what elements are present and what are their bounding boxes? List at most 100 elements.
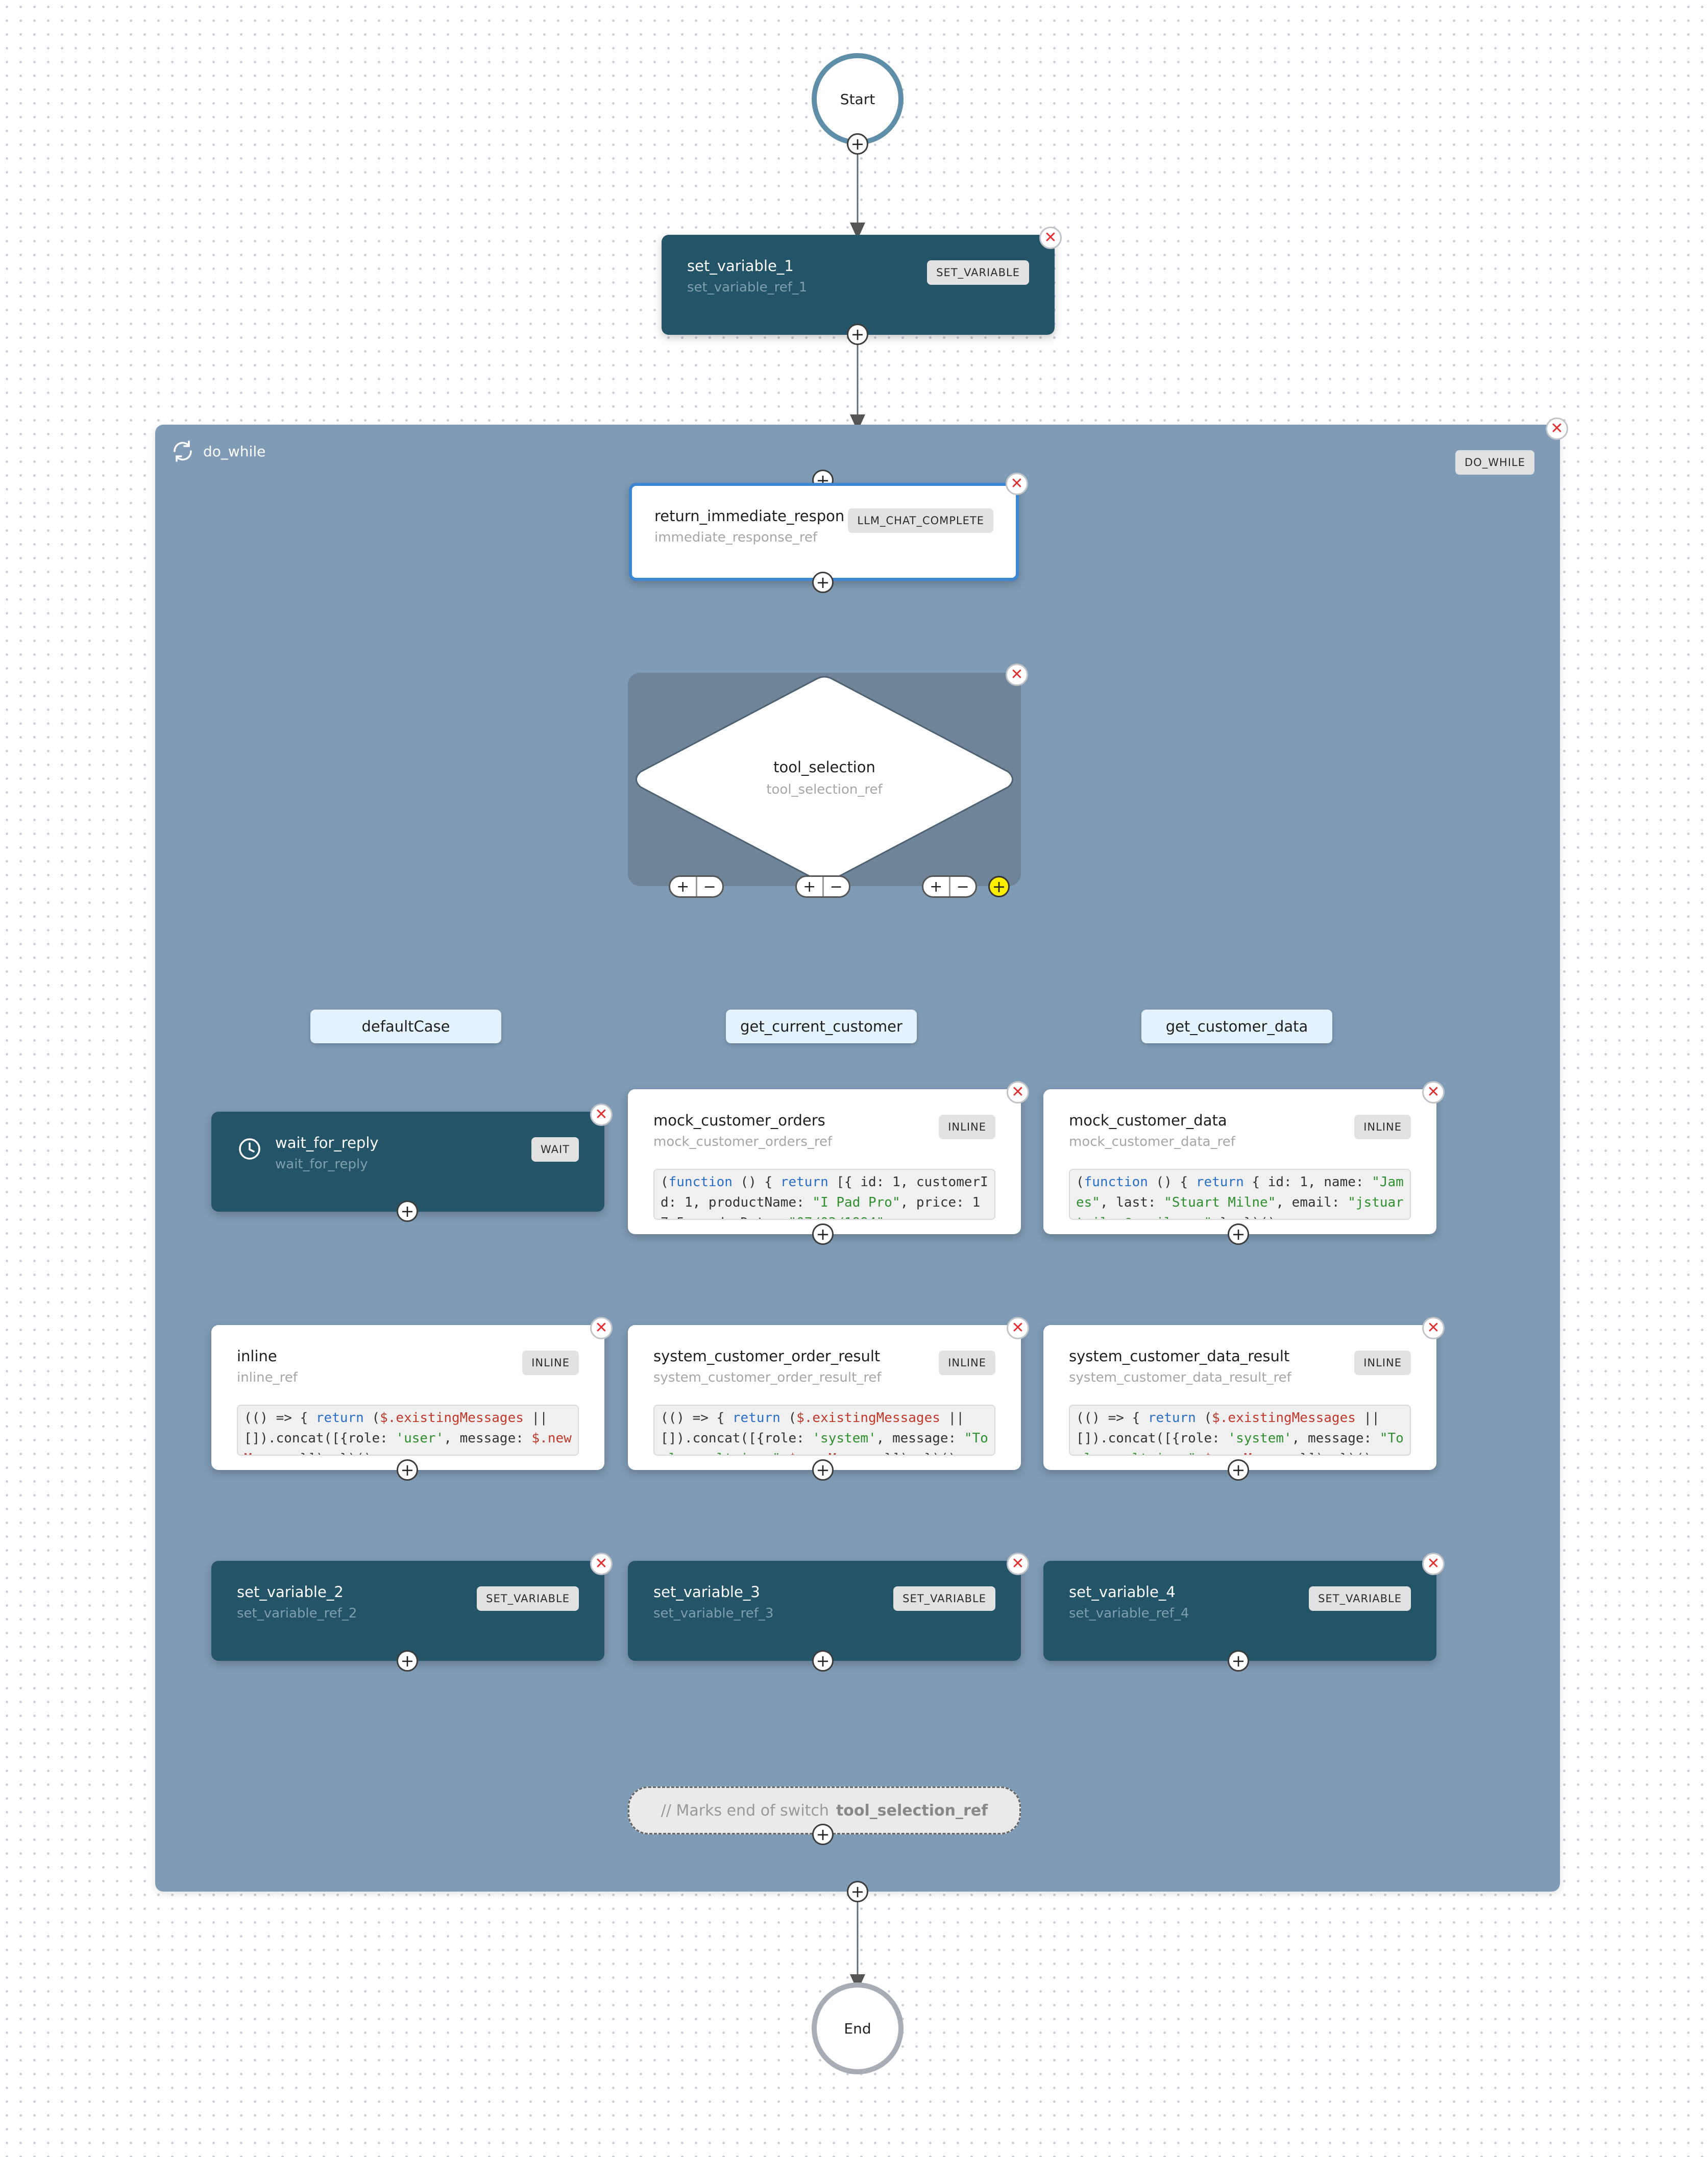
add-after-order-result-button[interactable]: + <box>812 1459 834 1481</box>
node-title: wait_for_reply <box>275 1134 379 1151</box>
add-after-start-button[interactable]: + <box>847 133 868 155</box>
remove-set-variable-2-button[interactable]: ✕ <box>590 1553 613 1575</box>
node-type-badge: WAIT <box>531 1137 579 1162</box>
end-switch-comment: // Marks end of switch <box>661 1801 829 1820</box>
remove-set-variable-4-button[interactable]: ✕ <box>1422 1553 1445 1575</box>
current-customer-case-add-remove[interactable]: +− <box>795 875 850 898</box>
remove-mock-orders-button[interactable]: ✕ <box>1007 1081 1029 1104</box>
code-preview[interactable]: (() => { return ($.existingMessages || [… <box>653 1405 995 1456</box>
remove-data-result-button[interactable]: ✕ <box>1422 1317 1445 1339</box>
node-type-badge: SET_VARIABLE <box>927 260 1029 285</box>
node-ref: system_customer_data_result_ref <box>1069 1370 1291 1385</box>
system-customer-data-result-node[interactable]: system_customer_data_result system_custo… <box>1043 1325 1436 1470</box>
add-after-set-variable-1-button[interactable]: + <box>847 324 868 345</box>
add-after-llm-button[interactable]: + <box>812 572 834 593</box>
node-title: set_variable_4 <box>1069 1583 1176 1601</box>
node-type-badge: SET_VARIABLE <box>1309 1586 1411 1611</box>
end-label: End <box>844 2020 871 2037</box>
case-get-current-customer[interactable]: get_current_customer <box>726 1010 917 1043</box>
node-title: set_variable_2 <box>237 1583 344 1601</box>
node-type-badge: SET_VARIABLE <box>477 1586 579 1611</box>
node-ref: set_variable_ref_2 <box>237 1606 357 1621</box>
add-case-icon[interactable]: + <box>923 877 950 896</box>
add-after-wait-button[interactable]: + <box>397 1200 418 1222</box>
inline-node[interactable]: inline inline_ref INLINE (() => { return… <box>211 1325 604 1470</box>
case-default[interactable]: defaultCase <box>310 1010 501 1043</box>
add-after-switch-button[interactable]: + <box>812 1824 834 1845</box>
code-preview[interactable]: (() => { return ($.existingMessages || [… <box>1069 1405 1411 1456</box>
node-title: return_immediate_response <box>654 507 843 525</box>
wait-for-reply-node[interactable]: wait_for_reply wait_for_reply WAIT <box>211 1112 604 1212</box>
node-ref: system_customer_order_result_ref <box>653 1370 882 1385</box>
remove-do-while-button[interactable]: ✕ <box>1546 418 1568 440</box>
node-ref: immediate_response_ref <box>654 530 818 545</box>
add-after-inline-button[interactable]: + <box>397 1459 418 1481</box>
default-case-add-remove[interactable]: +− <box>669 875 724 898</box>
mock-customer-data-node[interactable]: mock_customer_data mock_customer_data_re… <box>1043 1089 1436 1234</box>
mock-customer-orders-node[interactable]: mock_customer_orders mock_customer_order… <box>628 1089 1021 1234</box>
node-type-badge: LLM_CHAT_COMPLETE <box>848 508 993 533</box>
loop-icon <box>174 440 192 462</box>
code-preview[interactable]: (() => { return ($.existingMessages || [… <box>237 1405 579 1456</box>
return-immediate-response-node[interactable]: return_immediate_response immediate_resp… <box>629 483 1019 581</box>
node-ref: inline_ref <box>237 1370 298 1385</box>
remove-set-variable-3-button[interactable]: ✕ <box>1007 1553 1029 1575</box>
node-ref: mock_customer_data_ref <box>1069 1134 1235 1149</box>
add-case-icon[interactable]: + <box>670 877 697 896</box>
customer-data-case-add-remove[interactable]: +− <box>922 875 977 898</box>
node-type-badge: SET_VARIABLE <box>893 1586 995 1611</box>
remove-case-icon[interactable]: − <box>956 877 969 896</box>
add-after-mock-orders-button[interactable]: + <box>812 1223 834 1245</box>
add-after-set-variable-4-button[interactable]: + <box>1228 1650 1249 1672</box>
node-type-badge: INLINE <box>1354 1115 1411 1139</box>
remove-mock-data-button[interactable]: ✕ <box>1422 1081 1445 1104</box>
remove-case-icon[interactable]: − <box>703 877 716 896</box>
remove-llm-node-button[interactable]: ✕ <box>1006 473 1028 495</box>
loop-type-badge: DO_WHILE <box>1455 450 1534 475</box>
add-after-mock-data-button[interactable]: + <box>1228 1223 1249 1245</box>
node-type-badge: INLINE <box>1354 1351 1411 1375</box>
switch-ref: tool_selection_ref <box>766 782 883 797</box>
add-case-icon[interactable]: + <box>797 877 824 896</box>
node-ref: mock_customer_orders_ref <box>653 1134 833 1149</box>
switch-diamond[interactable] <box>633 675 1016 884</box>
add-after-loop-button[interactable]: + <box>847 1881 868 1902</box>
add-new-case-button[interactable]: + <box>988 876 1010 897</box>
node-title: mock_customer_data <box>1069 1112 1227 1129</box>
code-preview[interactable]: (function () { return [{ id: 1, customer… <box>653 1169 995 1220</box>
remove-wait-button[interactable]: ✕ <box>590 1104 613 1126</box>
system-customer-order-result-node[interactable]: system_customer_order_result system_cust… <box>628 1325 1021 1470</box>
node-type-badge: INLINE <box>939 1115 995 1139</box>
node-title: set_variable_3 <box>653 1583 760 1601</box>
add-after-set-variable-2-button[interactable]: + <box>397 1650 418 1672</box>
remove-case-icon[interactable]: − <box>829 877 843 896</box>
end-switch-ref: tool_selection_ref <box>836 1801 988 1820</box>
add-after-data-result-button[interactable]: + <box>1228 1459 1249 1481</box>
loop-title: do_while <box>203 443 266 460</box>
node-type-badge: INLINE <box>939 1351 995 1375</box>
set-variable-2-node[interactable]: set_variable_2 set_variable_ref_2 SET_VA… <box>211 1561 604 1661</box>
add-after-set-variable-3-button[interactable]: + <box>812 1650 834 1672</box>
node-title: system_customer_data_result <box>1069 1347 1290 1365</box>
remove-order-result-button[interactable]: ✕ <box>1007 1317 1029 1339</box>
start-label: Start <box>840 90 875 108</box>
case-get-customer-data[interactable]: get_customer_data <box>1141 1010 1332 1043</box>
set-variable-4-node[interactable]: set_variable_4 set_variable_ref_4 SET_VA… <box>1043 1561 1436 1661</box>
set-variable-3-node[interactable]: set_variable_3 set_variable_ref_3 SET_VA… <box>628 1561 1021 1661</box>
remove-inline-button[interactable]: ✕ <box>590 1317 613 1339</box>
node-ref: wait_for_reply <box>275 1157 368 1172</box>
set-variable-1-node[interactable]: set_variable_1 set_variable_ref_1 SET_VA… <box>662 235 1055 335</box>
node-ref: set_variable_ref_3 <box>653 1606 774 1621</box>
clock-icon <box>239 1138 260 1160</box>
start-node[interactable]: Start <box>812 53 904 145</box>
node-title: system_customer_order_result <box>653 1347 881 1365</box>
node-title: inline <box>237 1347 277 1365</box>
node-ref: set_variable_ref_1 <box>687 280 808 295</box>
node-ref: set_variable_ref_4 <box>1069 1606 1189 1621</box>
code-preview[interactable]: (function () { return { id: 1, name: "Ja… <box>1069 1169 1411 1220</box>
remove-set-variable-1-button[interactable]: ✕ <box>1039 227 1062 249</box>
end-node[interactable]: End <box>812 1982 904 2074</box>
remove-switch-button[interactable]: ✕ <box>1006 664 1028 686</box>
node-title: set_variable_1 <box>687 257 794 275</box>
node-title: mock_customer_orders <box>653 1112 825 1129</box>
